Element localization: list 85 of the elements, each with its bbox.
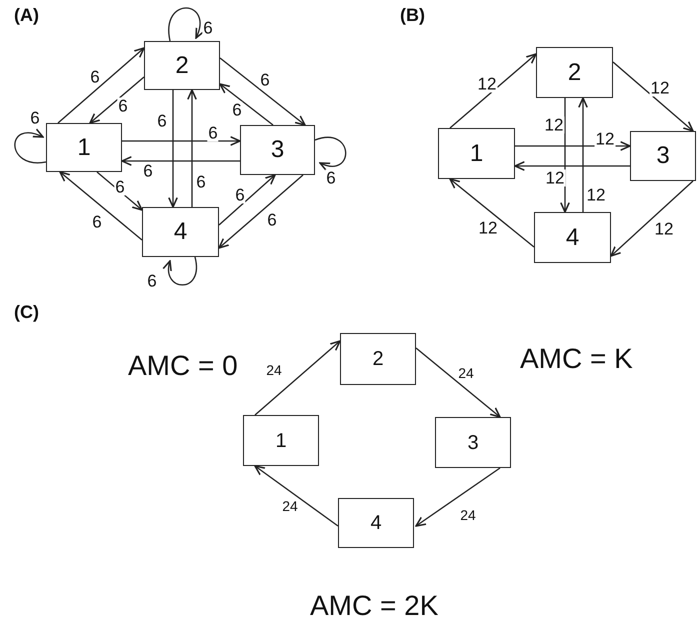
rate-label: 12	[650, 80, 670, 96]
arrow	[219, 83, 274, 126]
arrow	[220, 57, 306, 126]
rate-label: 24	[459, 508, 477, 522]
rate-label: 24	[265, 363, 283, 377]
arrow	[415, 467, 500, 527]
state-number: 1	[470, 142, 484, 166]
state-number: 3	[656, 144, 670, 168]
state-number: 1	[275, 430, 287, 450]
arrow	[59, 171, 142, 240]
rate-label: 6	[234, 186, 246, 204]
state-box	[142, 207, 219, 257]
state-number: 2	[372, 349, 384, 369]
rate-label: 24	[457, 366, 475, 380]
rate-label: 6	[231, 102, 243, 118]
self-loop-arrow	[163, 256, 198, 286]
state-number: 2	[568, 60, 582, 84]
rate-label: 6	[114, 178, 126, 196]
state-box	[435, 417, 511, 468]
state-box	[630, 131, 696, 181]
arrow	[560, 98, 570, 213]
rate-label: 12	[478, 220, 498, 236]
amc-value: AMC = 2K	[310, 592, 438, 620]
arrow	[449, 178, 534, 248]
state-number: 4	[566, 226, 580, 250]
state-number: 4	[370, 513, 382, 533]
state-number: 4	[174, 220, 188, 244]
amc-value: AMC = 0	[128, 352, 238, 380]
arrow	[416, 348, 501, 418]
state-number: 1	[77, 136, 91, 160]
state-box	[438, 128, 515, 179]
rate-label: 6	[89, 68, 101, 86]
arrow	[515, 141, 631, 151]
self-loop-arrow	[314, 136, 346, 171]
rate-label: 12	[476, 76, 498, 92]
state-number: 2	[175, 54, 189, 78]
state-number: 3	[467, 432, 479, 452]
arrow	[121, 156, 240, 166]
state-box	[144, 41, 220, 90]
arrow	[58, 47, 145, 124]
rate-label: 6	[142, 162, 154, 180]
rate-label: 6	[202, 20, 214, 36]
rate-label: 6	[29, 110, 41, 126]
arrow	[218, 174, 304, 249]
panel-label: (A)	[14, 6, 39, 24]
rate-label: 6	[156, 112, 168, 130]
state-box	[338, 498, 414, 548]
rate-label: 6	[195, 174, 207, 190]
rate-label: 6	[146, 272, 158, 290]
state-box	[46, 123, 122, 172]
state-box	[240, 125, 315, 175]
rate-label: 12	[594, 130, 616, 148]
panel-label: (B)	[400, 6, 425, 24]
rate-label: 12	[544, 116, 564, 134]
arrow	[514, 161, 630, 171]
state-box	[534, 212, 611, 263]
amc-value: AMC = K	[520, 345, 633, 373]
rate-label: 12	[654, 220, 674, 238]
arrow	[578, 97, 588, 212]
state-box	[340, 333, 416, 385]
rate-label: 6	[117, 98, 129, 114]
arrow	[218, 174, 276, 226]
panel-label: (C)	[14, 303, 39, 321]
state-box	[536, 47, 613, 98]
rate-label: 6	[266, 212, 278, 228]
arrow	[612, 62, 694, 132]
state-number: 3	[270, 138, 284, 162]
rate-label: 6	[259, 72, 271, 88]
arrow	[89, 76, 144, 124]
state-box	[243, 415, 319, 466]
rate-label: 12	[586, 186, 606, 204]
rate-label: 6	[325, 170, 337, 186]
arrow	[187, 89, 197, 207]
rate-label: 6	[207, 124, 219, 142]
rate-label: 12	[544, 170, 566, 186]
arrow	[610, 180, 694, 257]
self-loop-arrow	[168, 7, 204, 42]
arrow	[168, 90, 178, 208]
rate-label: 24	[281, 499, 299, 513]
rate-label: 6	[91, 214, 103, 230]
arrow	[450, 53, 537, 128]
arrow	[254, 465, 338, 527]
arrow	[122, 136, 241, 146]
arrow	[254, 340, 341, 416]
self-loop-arrow	[14, 128, 46, 164]
